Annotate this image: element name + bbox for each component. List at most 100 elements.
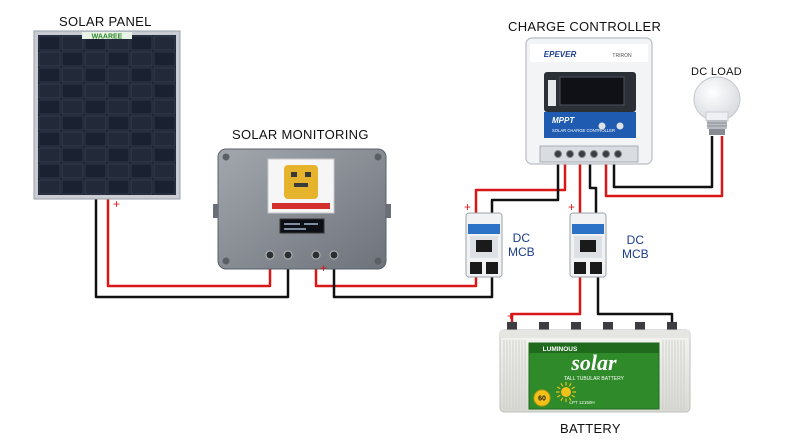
solar-cell: [130, 147, 153, 163]
controller-terminal: [578, 150, 586, 158]
solar-cell: [84, 147, 107, 163]
solar-cell: [61, 99, 84, 115]
solar-cell: [107, 99, 130, 115]
solar-cell: [153, 115, 176, 131]
plus-mark-battery: +: [507, 309, 514, 323]
solar-cell: [130, 35, 153, 51]
solar-cell: [61, 163, 84, 179]
dc-mcb-left: [465, 212, 503, 278]
battery: LUMINOUS solar TALL TUBULAR BATTERY 60 L…: [499, 322, 691, 413]
sun-ray: [557, 386, 561, 390]
sun-ray: [568, 383, 572, 387]
battery-terminals: [507, 322, 677, 331]
solar-cell: [38, 131, 61, 147]
charge-controller: EPEVER TRIRON MPPT SOLAR CHARGE CONTROLL…: [525, 37, 653, 165]
controller-subtitle-text: SOLAR CHARGE CONTROLLER: [552, 128, 615, 133]
solar-cell: [38, 83, 61, 99]
label-charge-controller: CHARGE CONTROLLER: [508, 19, 662, 34]
sun-core: [561, 387, 571, 397]
solar-cell: [153, 35, 176, 51]
solar-cell: [153, 99, 176, 115]
sun-ray: [560, 383, 564, 387]
solar-cell: [61, 179, 84, 195]
solar-cell: [61, 147, 84, 163]
solar-cell: [130, 163, 153, 179]
sun-ray: [557, 394, 561, 398]
label-mcb-left-line2: MCB: [508, 245, 535, 259]
panel-brand-text: WAAREE: [92, 34, 123, 41]
monitor-output-negative-terminal: [329, 250, 339, 260]
controller-button-left: [598, 122, 606, 130]
label-battery: BATTERY: [560, 421, 621, 436]
battery-post: [571, 322, 581, 331]
solar-cell: [84, 83, 107, 99]
controller-terminal: [590, 150, 598, 158]
label-solar-monitoring: SOLAR MONITORING: [232, 127, 369, 142]
solar-cell: [38, 115, 61, 131]
wire-load-positive: [604, 136, 724, 198]
battery-post: [635, 322, 645, 331]
solar-cell: [107, 115, 130, 131]
solar-cell: [107, 147, 130, 163]
controller-terminal: [566, 150, 574, 158]
solar-cell: [61, 67, 84, 83]
solar-cell: [38, 35, 61, 51]
battery-warranty-badge: [533, 389, 551, 407]
solar-cell: [61, 131, 84, 147]
controller-brand-text: EPEVER: [544, 50, 577, 59]
controller-terminals: [554, 150, 622, 158]
solar-cell: [130, 115, 153, 131]
solar-cell: [61, 83, 84, 99]
solar-cell: [84, 51, 107, 67]
solar-cell: [130, 131, 153, 147]
solar-cell: [84, 131, 107, 147]
solar-cell: [153, 147, 176, 163]
panel-cells: [38, 35, 176, 195]
battery-tagline-text: TALL TUBULAR BATTERY: [564, 376, 625, 382]
label-solar-panel: SOLAR PANEL: [59, 14, 152, 29]
polarity-marks: + + + + +: [113, 197, 575, 323]
plus-mark-monitor: +: [320, 261, 327, 275]
battery-ribs: [503, 340, 685, 410]
solar-cell: [84, 67, 107, 83]
controller-lcd: [559, 76, 625, 106]
monitor-input-negative-terminal: [283, 250, 293, 260]
label-mcb-left-line1: DC: [512, 231, 530, 245]
monitor-display: [279, 218, 325, 234]
label-mcb-right-line2: MCB: [622, 247, 649, 261]
wire-panel-negative: [94, 198, 290, 299]
label-mcb-right: DC MCB: [622, 233, 649, 261]
label-mcb-left: DC MCB: [508, 231, 535, 259]
solar-monitoring-device: [213, 148, 391, 270]
sun-ray: [571, 394, 575, 398]
solar-cell: [153, 67, 176, 83]
label-mcb-right-line1: DC: [626, 233, 644, 247]
wire-monitor-positive-out: [314, 262, 478, 288]
mcb-right-toggle: [580, 240, 596, 252]
battery-post: [603, 322, 613, 331]
solar-cell: [153, 51, 176, 67]
battery-label-panel: [528, 342, 660, 410]
solar-cell: [38, 163, 61, 179]
wire-mcb-right-negative: [588, 163, 598, 215]
sun-icon: [556, 382, 576, 402]
solar-cell: [38, 179, 61, 195]
solar-cell: [130, 67, 153, 83]
wire-load-negative: [612, 136, 714, 189]
solar-cell: [107, 67, 130, 83]
controller-series-text: TRIRON: [612, 53, 632, 59]
sun-ray: [560, 397, 564, 401]
battery-post: [507, 322, 517, 331]
controller-terminal: [602, 150, 610, 158]
solar-cell: [61, 35, 84, 51]
battery-product-text: solar: [570, 350, 617, 375]
plus-mark-panel: +: [113, 197, 120, 211]
controller-model-text: MPPT: [552, 116, 575, 125]
dc-load-bulb: [693, 76, 741, 135]
solar-cell: [38, 67, 61, 83]
solar-cell: [153, 131, 176, 147]
battery-warranty-text: 60: [538, 396, 546, 403]
solar-cell: [84, 179, 107, 195]
sun-ray: [568, 397, 572, 401]
